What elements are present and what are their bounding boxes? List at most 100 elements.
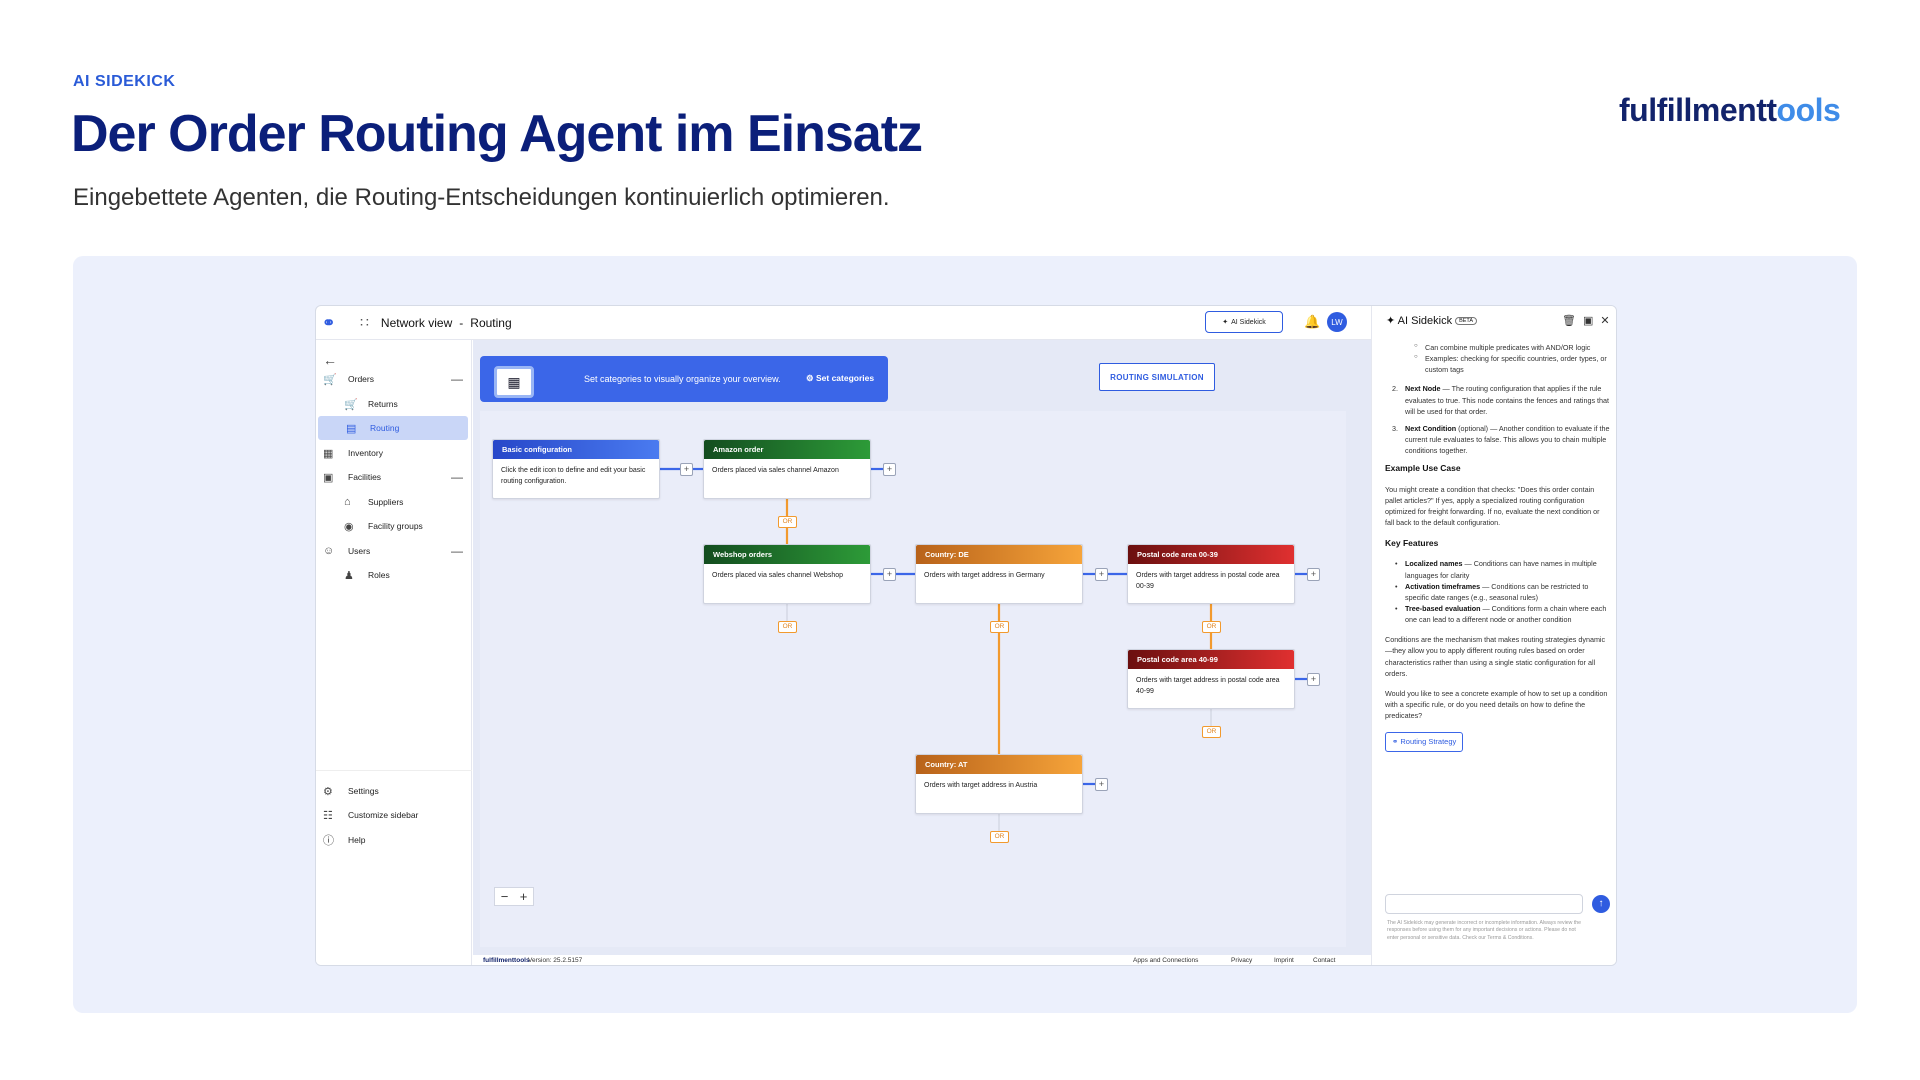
return-cart-icon: 🛒 — [344, 398, 358, 411]
routing-canvas: ▦ Set categories to visually organize yo… — [473, 340, 1371, 965]
add-node-button[interactable]: + — [1095, 568, 1108, 581]
add-node-button[interactable]: + — [883, 568, 896, 581]
sidebar-item-label: Facility groups — [368, 521, 423, 531]
help-icon: ⓘ — [323, 835, 334, 847]
section-heading: Key Features — [1385, 538, 1439, 549]
sidebar-item-facility-groups[interactable]: ◉ Facility groups — [316, 514, 472, 538]
sidebar-item-suppliers[interactable]: ⌂Suppliers — [316, 490, 472, 514]
eyebrow: AI SIDEKICK — [73, 73, 176, 90]
or-connector[interactable]: OR — [990, 621, 1009, 633]
paragraph: Conditions are the mechanism that makes … — [1385, 635, 1606, 678]
breadcrumb-separator: - — [459, 315, 464, 330]
close-icon[interactable]: ✕ — [1600, 315, 1617, 327]
collapse-icon[interactable]: — — [451, 544, 463, 558]
footer-link-contact[interactable]: Contact — [1313, 957, 1336, 964]
or-connector[interactable]: OR — [778, 621, 797, 633]
sidebar-item-settings[interactable]: ⚙ Settings — [316, 779, 472, 803]
add-node-button[interactable]: + — [883, 463, 896, 476]
sidebar-item-label: Facilities — [348, 472, 382, 482]
sidebar-item-customize[interactable]: ☷ Customize sidebar — [316, 803, 472, 827]
zoom-out-button[interactable]: − — [500, 889, 509, 904]
topbar: ⚭ ∷ Network view - Routing ✦AI Sidekick … — [316, 306, 1371, 340]
or-connector[interactable]: OR — [990, 831, 1009, 843]
paragraph: You might create a condition that checks… — [1385, 484, 1600, 528]
or-connector[interactable]: OR — [1202, 726, 1221, 738]
collapse-icon[interactable]: — — [451, 372, 463, 386]
section-heading: Example Use Case — [1385, 463, 1461, 474]
sidebar-item-inventory[interactable]: ▦Inventory — [316, 441, 472, 465]
footer-link-apps[interactable]: Apps and Connections — [1133, 957, 1199, 964]
footer-link-imprint[interactable]: Imprint — [1274, 957, 1294, 964]
list-item: 3.Next Condition (optional) — Another co… — [1392, 423, 1610, 456]
link-icon: ⚭ — [1392, 737, 1399, 747]
sidebar-item-returns[interactable]: 🛒Returns — [316, 392, 472, 416]
footer: fulfillmenttools Version: 25.2.5157 Apps… — [473, 955, 1371, 965]
beta-badge: BETA — [1455, 317, 1478, 325]
avatar[interactable]: LW — [1327, 312, 1347, 332]
app-logo-icon[interactable]: ⚭ — [322, 314, 336, 332]
sidebar-item-routing[interactable]: ▤Routing — [318, 416, 468, 440]
banner-text: Set categories to visually organize your… — [584, 374, 781, 384]
or-connector[interactable]: OR — [778, 516, 797, 528]
user-icon: ☺ — [323, 545, 335, 557]
sidebar-item-orders[interactable]: 🛒Orders— — [316, 367, 472, 391]
node-title: Country: DE — [916, 545, 1082, 564]
routing-simulation-button[interactable]: ROUTING SIMULATION — [1099, 363, 1215, 391]
send-button[interactable]: ↑ — [1592, 895, 1610, 913]
footer-link-privacy[interactable]: Privacy — [1231, 957, 1253, 964]
node-body: Orders with target address in postal cod… — [1136, 572, 1280, 590]
footer-logo: fulfillmenttools — [483, 957, 530, 964]
node-body: Orders with target address in Austria — [924, 782, 1038, 789]
group-icon: ◉ — [344, 520, 354, 533]
role-icon: ♟ — [344, 569, 354, 582]
add-node-button[interactable]: + — [1307, 673, 1320, 686]
ai-sidekick-label: AI Sidekick — [1231, 318, 1266, 326]
add-node-button[interactable]: + — [680, 463, 693, 476]
expand-icon[interactable]: ▣ — [1582, 315, 1601, 327]
zoom-controls: − + — [494, 887, 534, 906]
sidebar-item-roles[interactable]: ♟Roles — [316, 563, 472, 587]
bell-icon[interactable]: 🔔 — [1304, 314, 1321, 329]
app-grid-icon[interactable]: ∷ — [360, 314, 369, 330]
node-body: Orders placed via sales channel Amazon — [712, 467, 839, 474]
sidebar-item-facilities[interactable]: ▣Facilities— — [316, 465, 472, 489]
node-body: Orders placed via sales channel Webshop — [712, 572, 844, 579]
node-title: Postal code area 00-39 — [1128, 545, 1294, 564]
sidebar-item-label: Customize sidebar — [348, 810, 419, 820]
add-node-button[interactable]: + — [1307, 568, 1320, 581]
chat-message: Can combine multiple predicates with AND… — [1385, 342, 1610, 753]
add-node-button[interactable]: + — [1095, 778, 1108, 791]
sidebar-item-users[interactable]: ☺Users— — [316, 539, 472, 563]
gear-icon: ⚙ — [323, 785, 333, 798]
breadcrumb-root[interactable]: Network view — [380, 315, 453, 330]
sidebar-divider — [316, 770, 472, 771]
chat-input[interactable] — [1385, 894, 1583, 914]
or-connector[interactable]: OR — [1202, 621, 1221, 633]
sidebar-item-label: Suppliers — [368, 497, 404, 507]
inventory-icon: ▦ — [323, 447, 334, 460]
set-categories-button[interactable]: ⚙ Set categories — [806, 373, 875, 383]
node-body: Click the edit icon to define and edit y… — [501, 467, 646, 485]
paragraph: Would you like to see a concrete example… — [1385, 688, 1608, 721]
customize-icon: ☷ — [323, 809, 333, 822]
trash-icon[interactable]: 🗑 — [1562, 315, 1583, 327]
sidebar-item-label: Settings — [348, 786, 379, 796]
back-arrow-icon[interactable]: ← — [323, 352, 337, 368]
routing-strategy-chip[interactable]: ⚭ Routing Strategy — [1385, 732, 1464, 753]
zoom-in-button[interactable]: + — [519, 889, 528, 904]
routing-icon: ▤ — [346, 422, 357, 435]
slide-title: Der Order Routing Agent im Einsatz — [71, 105, 923, 163]
collapse-icon[interactable]: — — [451, 470, 463, 484]
ai-sidekick-button[interactable]: ✦AI Sidekick — [1205, 311, 1283, 333]
sidebar-item-label: Orders — [348, 374, 374, 384]
sparkle-icon: ✦ — [1222, 319, 1229, 326]
